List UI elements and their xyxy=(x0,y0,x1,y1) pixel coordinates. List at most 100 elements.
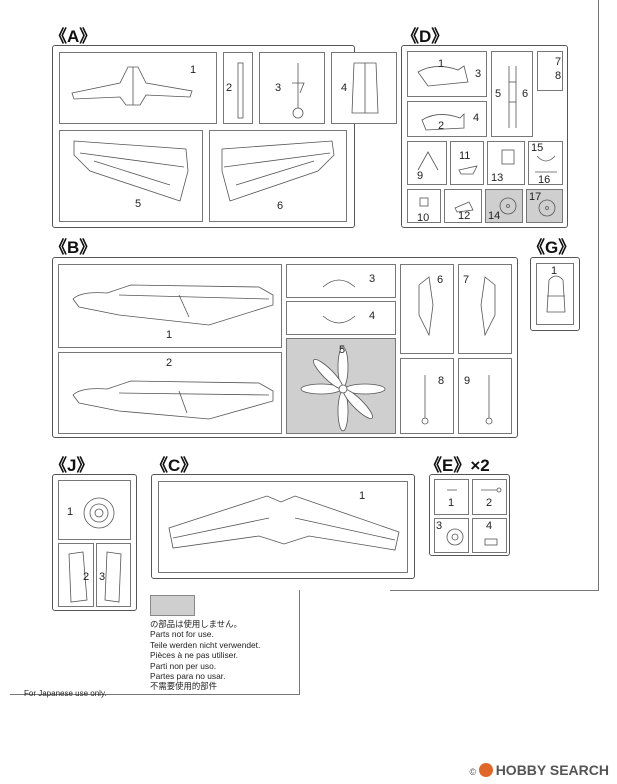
sprue-d-part-15-16 xyxy=(528,141,563,185)
part-number: 14 xyxy=(488,210,501,222)
canopy-drawing xyxy=(546,275,566,313)
sprue-a-part-3 xyxy=(259,52,325,124)
part-number: 2 xyxy=(83,571,90,583)
legend-line-en: Parts not for use. xyxy=(150,629,214,640)
panel-drawing xyxy=(501,149,515,165)
part-number: 10 xyxy=(417,212,430,224)
sprue-e-part-3 xyxy=(434,518,469,553)
gear-door-drawing xyxy=(418,276,434,337)
part-number: 3 xyxy=(369,273,376,285)
part-number: 4 xyxy=(341,82,348,94)
part-number: 8 xyxy=(438,375,445,387)
sprue-d-label: 《D》 xyxy=(402,27,449,46)
tailplane-drawing xyxy=(71,66,193,106)
part-number: 7 xyxy=(555,56,562,68)
sprue-e-label: 《E》×2 xyxy=(425,456,490,475)
sprue-b-part-4 xyxy=(286,301,396,335)
part-number: 4 xyxy=(473,112,480,124)
sprue-j-part-2 xyxy=(58,543,94,607)
part-number: 1 xyxy=(551,265,558,277)
part-number: 2 xyxy=(438,120,445,132)
oleo-strut-drawing xyxy=(421,375,429,425)
sprue-c-part-1 xyxy=(158,481,408,573)
small-block-drawing xyxy=(419,197,429,207)
unused-part-swatch xyxy=(150,595,195,616)
left-wing-drawing xyxy=(73,140,189,202)
sprue-d-part-13 xyxy=(487,141,525,185)
antenna-drawing xyxy=(322,315,356,324)
part-number: 3 xyxy=(275,82,282,94)
part-number: 5 xyxy=(135,198,142,210)
part-number: 6 xyxy=(522,88,529,100)
sprue-j-part-1 xyxy=(58,480,131,540)
sprue-a-part-2 xyxy=(223,52,253,124)
sprue-a-part-4 xyxy=(331,52,397,124)
part-number: 8 xyxy=(555,70,562,82)
sprue-b-part-1 xyxy=(58,264,282,348)
legend-line-ja: の部品は使用しません。 xyxy=(150,619,242,629)
landing-gear-drawing xyxy=(292,63,305,119)
sprue-a-part-5 xyxy=(59,130,203,222)
part-number: 1 xyxy=(166,329,173,341)
sprue-g-label: 《G》 xyxy=(528,238,576,257)
strut-drawing xyxy=(237,62,244,119)
sprue-g-frame: 1 xyxy=(530,257,580,331)
part-number: 6 xyxy=(277,200,284,212)
page-frame-bottom xyxy=(390,590,599,591)
sprue-d-part-17-unused xyxy=(526,189,563,223)
part-number: 15 xyxy=(531,142,544,154)
part-number: 4 xyxy=(369,310,376,322)
page-frame-footer-line xyxy=(10,694,300,695)
sprue-d-part-10 xyxy=(407,189,441,223)
sprue-b-part-5-unused xyxy=(286,338,396,434)
lower-wing-drawing xyxy=(168,495,400,551)
arc-drawing xyxy=(535,155,557,173)
watermark: © HOBBY SEARCH xyxy=(470,762,609,778)
sprue-b-part-6 xyxy=(400,264,454,354)
legend-line-zh: 不需要使用的部件 xyxy=(150,681,217,692)
wheel-drawing xyxy=(446,528,464,546)
disc-drawing xyxy=(499,197,517,215)
sprue-a-part-1 xyxy=(59,52,217,124)
copyright-mark: © xyxy=(469,767,479,777)
part-number: 17 xyxy=(529,191,542,203)
sprue-d-part-9 xyxy=(407,141,447,185)
gear-door-drawing xyxy=(480,276,496,337)
part-number: 1 xyxy=(190,64,197,76)
part-number: 5 xyxy=(495,88,502,100)
wedge-drawing xyxy=(454,201,474,213)
part-number: 11 xyxy=(459,150,471,162)
part-number: 6 xyxy=(437,274,444,286)
sprue-b-part-2 xyxy=(58,352,282,434)
part-number: 2 xyxy=(166,357,173,369)
disc-drawing xyxy=(538,199,556,217)
part-number: 4 xyxy=(486,520,493,532)
sprue-d-frame: 1 3 2 4 5 6 7 8 9 11 13 15 16 10 12 14 xyxy=(401,45,568,228)
sprue-b-frame: 1 2 3 4 5 6 7 xyxy=(52,257,518,438)
cylinder-drawing xyxy=(484,538,498,546)
sprue-c-label: 《C》 xyxy=(151,456,198,475)
sprue-e-part-4 xyxy=(472,518,507,553)
ladder-frame-drawing xyxy=(508,66,517,128)
oleo-strut-drawing xyxy=(485,375,493,425)
sprue-g-part-1 xyxy=(536,263,574,325)
seat-back-drawing xyxy=(421,113,465,131)
page-frame-right xyxy=(598,0,599,590)
sprue-d-part-2 xyxy=(407,101,487,137)
sprue-e-part-1 xyxy=(434,479,469,515)
legend-line-es: Partes para no usar. xyxy=(150,671,226,682)
part-number: 1 xyxy=(67,506,74,518)
antenna-drawing xyxy=(322,279,356,288)
part-number: 1 xyxy=(438,58,445,70)
part-number: 5 xyxy=(339,344,346,356)
part-number: 9 xyxy=(417,170,424,182)
sprue-d-part-14-unused xyxy=(485,189,523,223)
legend-line-fr: Pièces à ne pas utiliser. xyxy=(150,650,238,661)
part-number: 3 xyxy=(475,68,482,80)
sprue-e-frame: 1 2 3 4 xyxy=(429,474,510,556)
part-number: 2 xyxy=(226,82,233,94)
sprue-b-part-3 xyxy=(286,264,396,298)
rod-drawing xyxy=(481,487,502,493)
part-number: 3 xyxy=(436,520,443,532)
part-number: 1 xyxy=(359,490,366,502)
